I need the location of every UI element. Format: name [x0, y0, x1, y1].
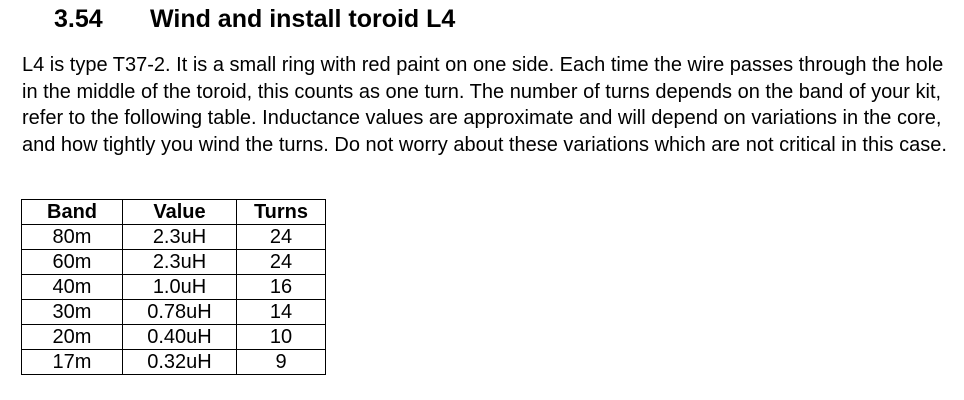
table-row: 40m 1.0uH 16 [21, 274, 326, 300]
cell-turns: 9 [236, 349, 326, 375]
cell-band: 80m [21, 224, 123, 250]
cell-value: 2.3uH [122, 249, 237, 275]
cell-band: 60m [21, 249, 123, 275]
cell-turns: 16 [236, 274, 326, 300]
table-row: 30m 0.78uH 14 [21, 299, 326, 325]
body-paragraph: L4 is type T37-2. It is a small ring wit… [22, 54, 947, 156]
cell-value: 2.3uH [122, 224, 237, 250]
cell-band: 17m [21, 349, 123, 375]
cell-turns: 24 [236, 224, 326, 250]
table-row: 80m 2.3uH 24 [21, 224, 326, 250]
cell-band: 20m [21, 324, 123, 350]
turns-table: Band Value Turns 80m 2.3uH 24 60m 2.3uH … [21, 199, 326, 375]
cell-band: 30m [21, 299, 123, 325]
cell-value: 0.78uH [122, 299, 237, 325]
table-row: 60m 2.3uH 24 [21, 249, 326, 275]
cell-value: 1.0uH [122, 274, 237, 300]
section-title: Wind and install toroid L4 [150, 5, 456, 33]
header-value: Value [122, 199, 237, 225]
cell-value: 0.40uH [122, 324, 237, 350]
table-row: 17m 0.32uH 9 [21, 349, 326, 375]
header-band: Band [21, 199, 123, 225]
cell-turns: 24 [236, 249, 326, 275]
cell-turns: 14 [236, 299, 326, 325]
table-header-row: Band Value Turns [21, 199, 326, 225]
section-number: 3.54 [54, 5, 103, 33]
header-turns: Turns [236, 199, 326, 225]
cell-turns: 10 [236, 324, 326, 350]
section-heading: 3.54 Wind and install toroid L4 [54, 2, 455, 36]
cell-band: 40m [21, 274, 123, 300]
cell-value: 0.32uH [122, 349, 237, 375]
table-row: 20m 0.40uH 10 [21, 324, 326, 350]
